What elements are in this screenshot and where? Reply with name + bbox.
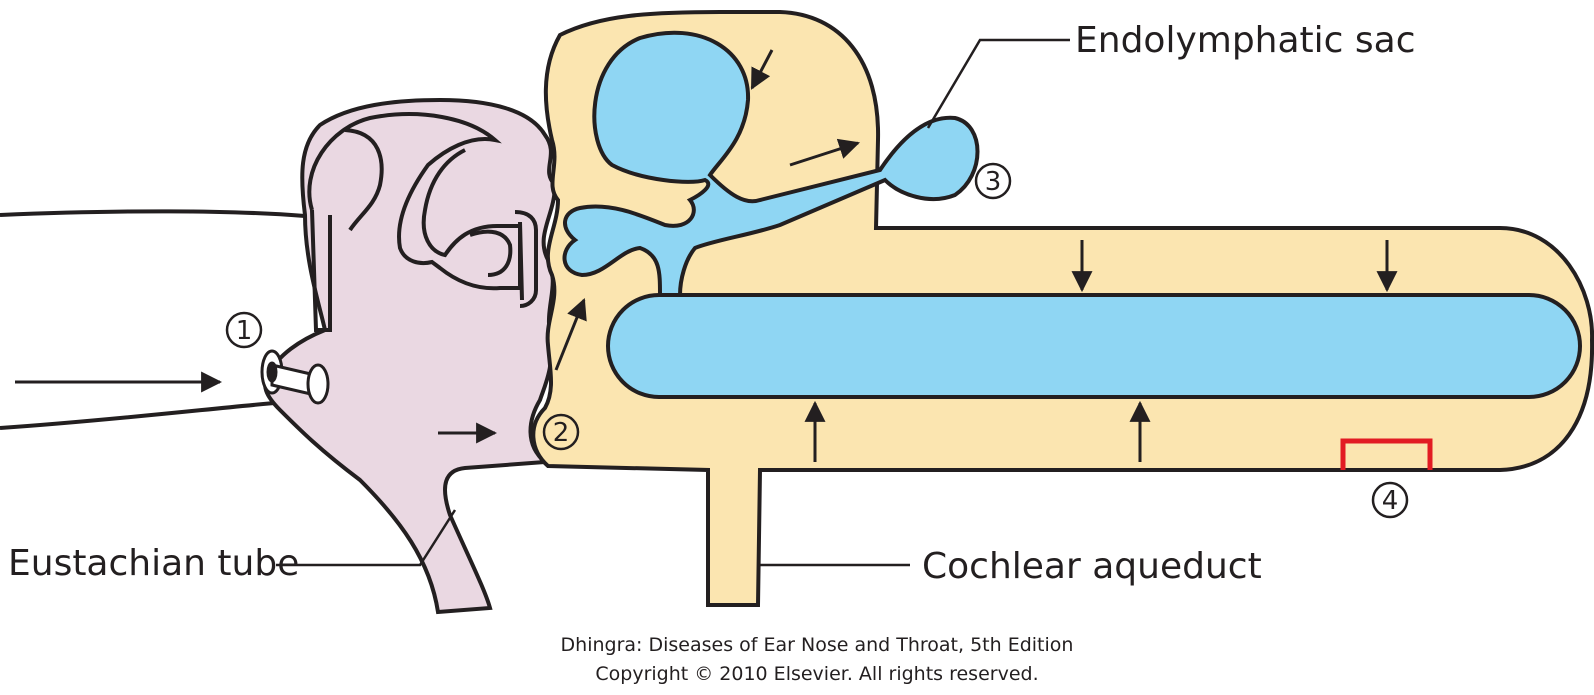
ear-canal: [0, 211, 310, 428]
eustachian-tube-label: Eustachian tube: [8, 543, 299, 584]
credit-copyright: Copyright © 2010 Elsevier. All rights re…: [20, 663, 1594, 685]
marker-4: 4: [1373, 483, 1407, 517]
svg-text:1: 1: [236, 316, 253, 346]
marker-3: 3: [976, 164, 1010, 198]
endolymphatic-sac-label: Endolymphatic sac: [1075, 20, 1416, 61]
credit-source: Dhingra: Diseases of Ear Nose and Throat…: [20, 634, 1594, 656]
marker-1: 1: [227, 313, 261, 347]
marker-2: 2: [544, 415, 578, 449]
svg-text:3: 3: [985, 167, 1002, 197]
cochlear-aqueduct-label: Cochlear aqueduct: [922, 546, 1262, 587]
middle-ear: [265, 100, 555, 612]
svg-text:4: 4: [1382, 486, 1399, 516]
svg-text:2: 2: [553, 418, 570, 448]
endolymph-space: [565, 33, 1580, 397]
